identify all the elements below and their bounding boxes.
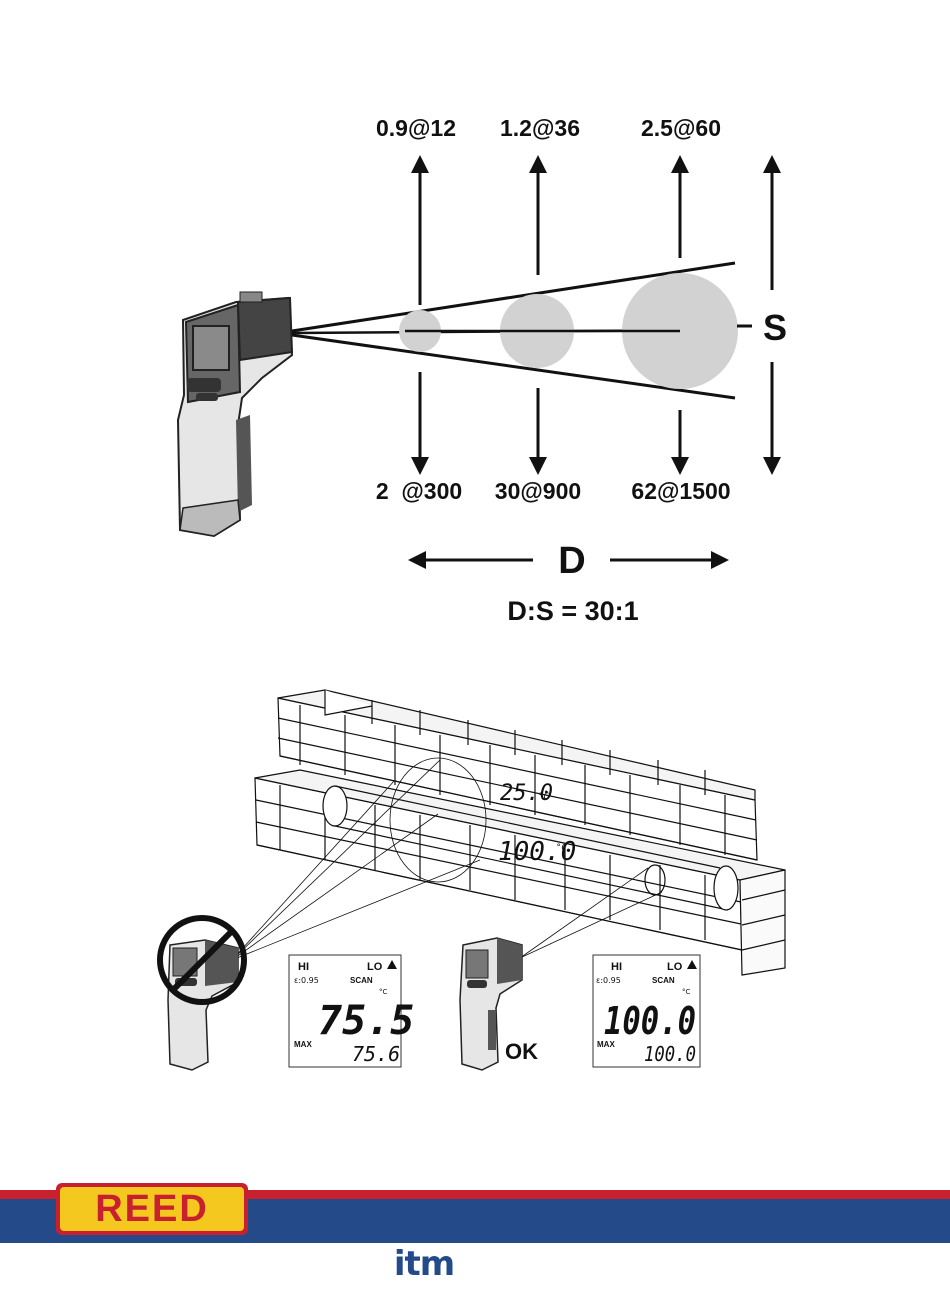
- ok-label: OK: [505, 1039, 538, 1064]
- display-left-unit: °C: [379, 988, 388, 996]
- display-right-unit: °C: [682, 988, 691, 996]
- top-label-1: 0.9@12: [376, 115, 456, 141]
- bottom-label-3: 62@1500: [631, 478, 730, 504]
- lcd-display-left: HI LO ε:0.95 SCAN °C 75.5 MAX 75.6: [289, 955, 414, 1067]
- display-right-max-value: 100.0: [644, 1042, 696, 1066]
- display-left-mode: SCAN: [350, 976, 373, 985]
- lcd-display-right: HI LO ε:0.95 SCAN °C 100.0 MAX 100.0: [593, 955, 700, 1067]
- reed-logo: REED: [56, 1183, 248, 1235]
- wall-reading-small-unit: °C: [556, 843, 567, 853]
- display-left-emissivity: ε:0.95: [294, 976, 319, 985]
- wall-reading-large-unit: °C: [538, 792, 549, 802]
- spot-size-label: S: [763, 307, 787, 348]
- top-label-3: 2.5@60: [641, 115, 721, 141]
- distance-label: D: [558, 540, 585, 582]
- display-left-max-label: MAX: [294, 1040, 312, 1049]
- top-label-2: 1.2@36: [500, 115, 580, 141]
- bottom-label-2: 30@900: [495, 478, 581, 504]
- thermometer-gun-large-icon: [178, 292, 292, 536]
- bottom-label-1: 2 @300: [376, 478, 462, 504]
- display-left-main-value: 75.5: [318, 998, 414, 1044]
- itm-logo: itm: [384, 1244, 464, 1284]
- display-right-hi: HI: [611, 961, 622, 973]
- display-right-max-label: MAX: [597, 1040, 615, 1049]
- display-left-max-value: 75.6: [352, 1042, 400, 1066]
- display-right-mode: SCAN: [652, 976, 675, 985]
- brick-wall: [255, 690, 785, 975]
- display-left-hi: HI: [298, 961, 309, 973]
- ratio-label: D:S = 30:1: [507, 596, 638, 626]
- display-right-main-value: 100.0: [604, 999, 696, 1043]
- reed-logo-text: REED: [60, 1187, 244, 1231]
- display-right-emissivity: ε:0.95: [596, 976, 621, 985]
- display-right-lo: LO: [667, 961, 683, 973]
- display-left-lo: LO: [367, 961, 383, 973]
